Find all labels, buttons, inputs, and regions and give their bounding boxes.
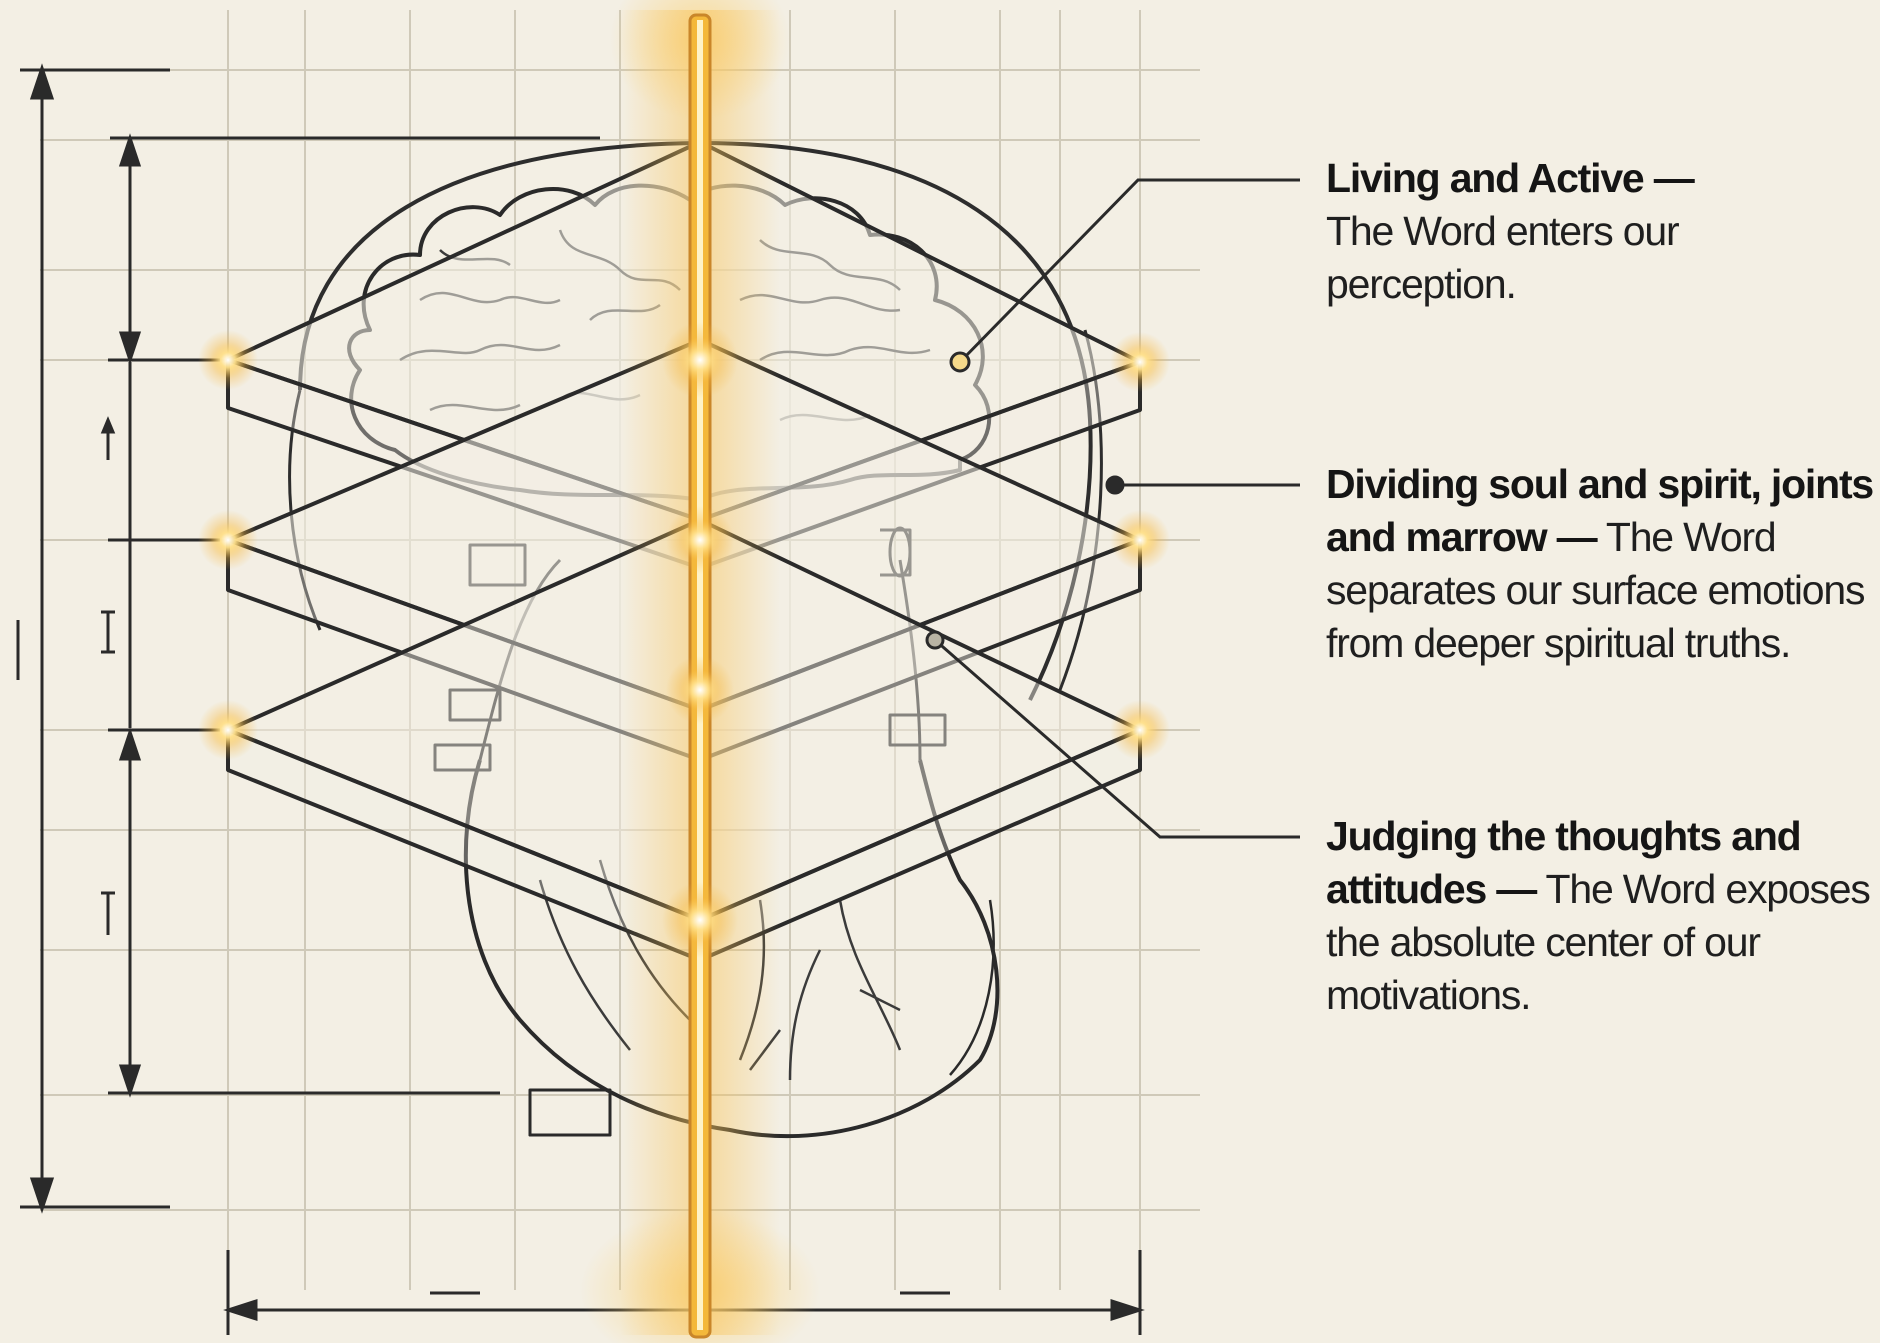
callout-judging-thoughts: Judging the thoughts and attitudes — The… — [1326, 810, 1874, 1022]
callout-dividing-soul-and-spirit: Dividing soul and spirit, joints and mar… — [1326, 458, 1874, 670]
callout-heading: Living and Active — — [1326, 155, 1694, 201]
callout-body: The Word enters our perception. — [1326, 208, 1678, 307]
callout-living-and-active: Living and Active — The Word enters our … — [1326, 152, 1874, 311]
callout-heading: Dividing soul and spirit, joints and mar… — [1326, 461, 1873, 560]
